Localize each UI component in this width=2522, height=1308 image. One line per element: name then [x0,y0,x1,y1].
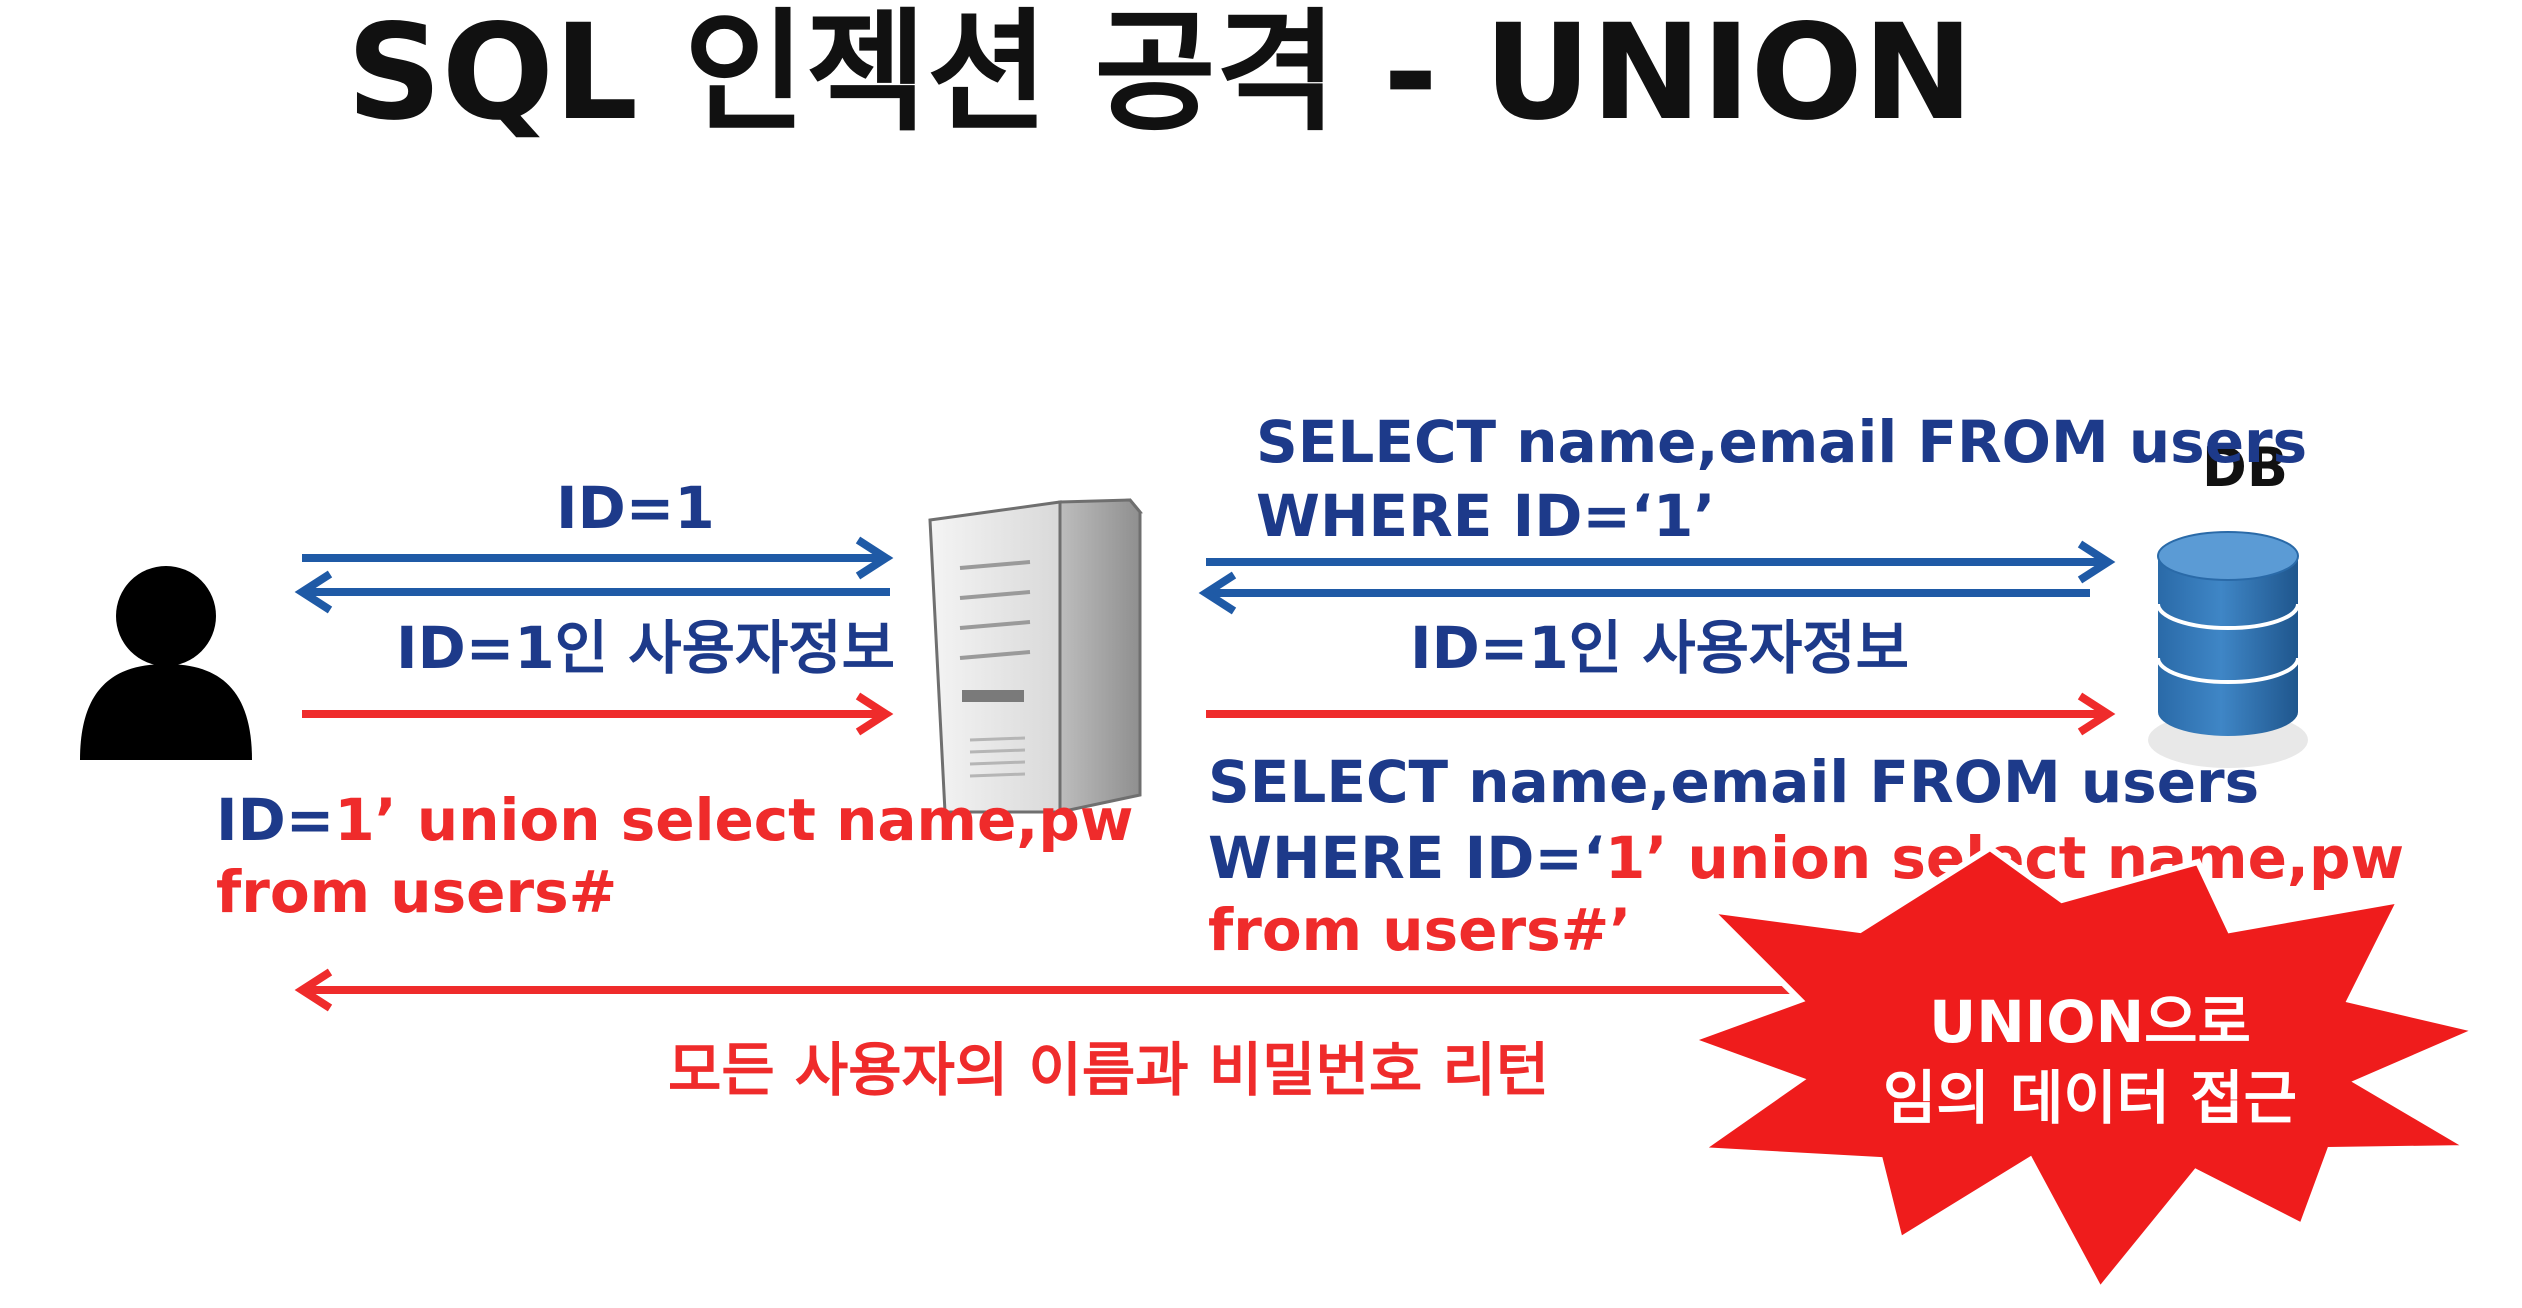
attack-input-line-2: from users# [216,858,617,926]
attack-query-line-3-payload: from users# [1208,896,1609,964]
query-line-2: WHERE ID=‘1’ [1256,482,1715,550]
client-request-label: ID=1 [556,474,715,542]
burst-shape [1681,844,2488,1296]
server-tower-icon [928,498,1143,814]
callout-line-1: UNION으로 [1929,988,2251,1056]
page-title: SQL 인젝션 공격 - UNION [347,0,1974,150]
server-response-arrow [294,570,890,614]
attack-query-line-1: SELECT name,email FROM users [1208,748,2259,816]
callout-line-2: 임의 데이터 접근 [1883,1064,2297,1132]
db-response-arrow [1198,571,2090,615]
attack-query-line-2: WHERE ID=‘1’ union select name,pw [1208,824,2404,892]
db-label: DB [2202,436,2288,499]
attack-query-line-2-prefix: WHERE ID=‘ [1208,824,1605,892]
person-silhouette-icon [80,566,252,760]
attack-input-line-1: ID=1’ union select name,pw [216,786,1133,854]
attack-query-line-3: from users#’ [1208,896,1631,964]
callout-burst: UNION으로 임의 데이터 접근 [1681,844,2488,1296]
attack-query-arrow [1206,692,2116,736]
query-line-1: SELECT name,email FROM users [1256,408,2307,476]
attack-query-line-3-suffix: ’ [1609,896,1631,964]
attack-input-payload: 1’ union select name,pw [334,786,1133,854]
attack-input-prefix: ID= [216,786,334,854]
attack-request-arrow [302,692,894,736]
db-response-label: ID=1인 사용자정보 [1410,614,1909,682]
query-arrow [1206,540,2116,584]
attack-result-label: 모든 사용자의 이름과 비밀번호 리턴 [668,1036,1549,1104]
client-request-arrow [302,536,894,580]
database-cylinder-icon [2148,531,2308,768]
server-response-label: ID=1인 사용자정보 [396,614,895,682]
attack-result-arrow [294,968,1800,1012]
